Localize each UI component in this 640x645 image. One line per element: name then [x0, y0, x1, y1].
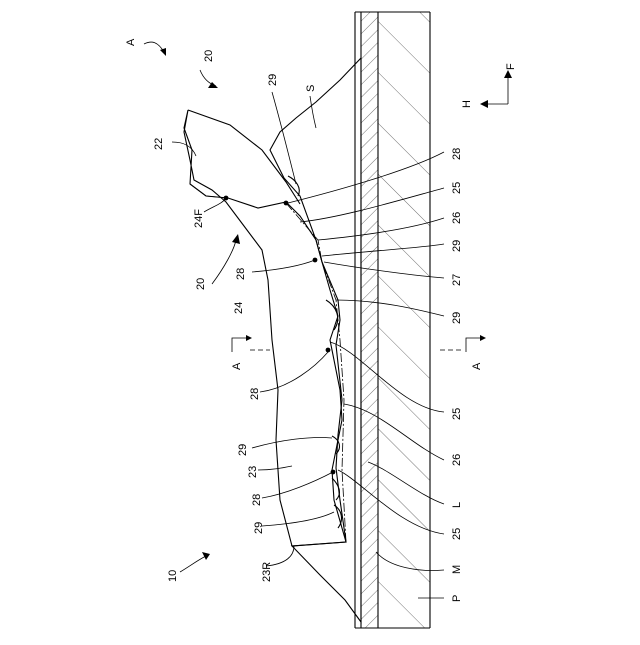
label-l: L	[451, 502, 463, 508]
label-sec-a-top: A	[125, 38, 137, 46]
label-26-b: 26	[451, 454, 463, 466]
label-29-b: 29	[451, 240, 463, 252]
grooves-29	[288, 176, 341, 528]
view-arrows	[144, 42, 240, 572]
label-dir-f: F	[505, 63, 517, 70]
label-24f: 24F	[193, 209, 205, 228]
label-25-a: 25	[451, 182, 463, 194]
label-sec-a-right: A	[471, 362, 483, 370]
label-sec-a-left: A	[231, 362, 243, 370]
label-28-b: 28	[235, 268, 247, 280]
label-29-top: 29	[267, 74, 279, 86]
middle-layer-m	[361, 12, 378, 628]
label-24: 24	[233, 302, 245, 314]
reference-labels: A 20 29 S 22 28 25 26 29 27 24F 20 28 24…	[125, 38, 517, 602]
label-22: 22	[153, 138, 165, 150]
label-23r: 23R	[261, 562, 273, 582]
label-28-d: 28	[251, 494, 263, 506]
label-26-a: 26	[451, 212, 463, 224]
label-dir-h: H	[461, 100, 473, 108]
label-25-c: 25	[451, 528, 463, 540]
label-29-c: 29	[451, 312, 463, 324]
label-m: M	[451, 565, 463, 574]
label-p: P	[451, 595, 463, 602]
seal-body-s	[270, 58, 361, 622]
label-20-mid: 20	[195, 278, 207, 290]
label-23: 23	[247, 466, 259, 478]
direction-indicator	[480, 70, 512, 108]
label-20-top: 20	[203, 50, 215, 62]
label-28-c: 28	[249, 388, 261, 400]
label-27: 27	[451, 274, 463, 286]
lip-body-20	[184, 110, 346, 546]
label-s: S	[305, 85, 317, 92]
contact-points-28	[224, 196, 336, 475]
label-29-e: 29	[253, 522, 265, 534]
section-line-a	[232, 335, 486, 352]
label-28-a: 28	[451, 148, 463, 160]
label-10: 10	[167, 570, 179, 582]
label-25-b: 25	[451, 408, 463, 420]
label-29-d: 29	[237, 444, 249, 456]
